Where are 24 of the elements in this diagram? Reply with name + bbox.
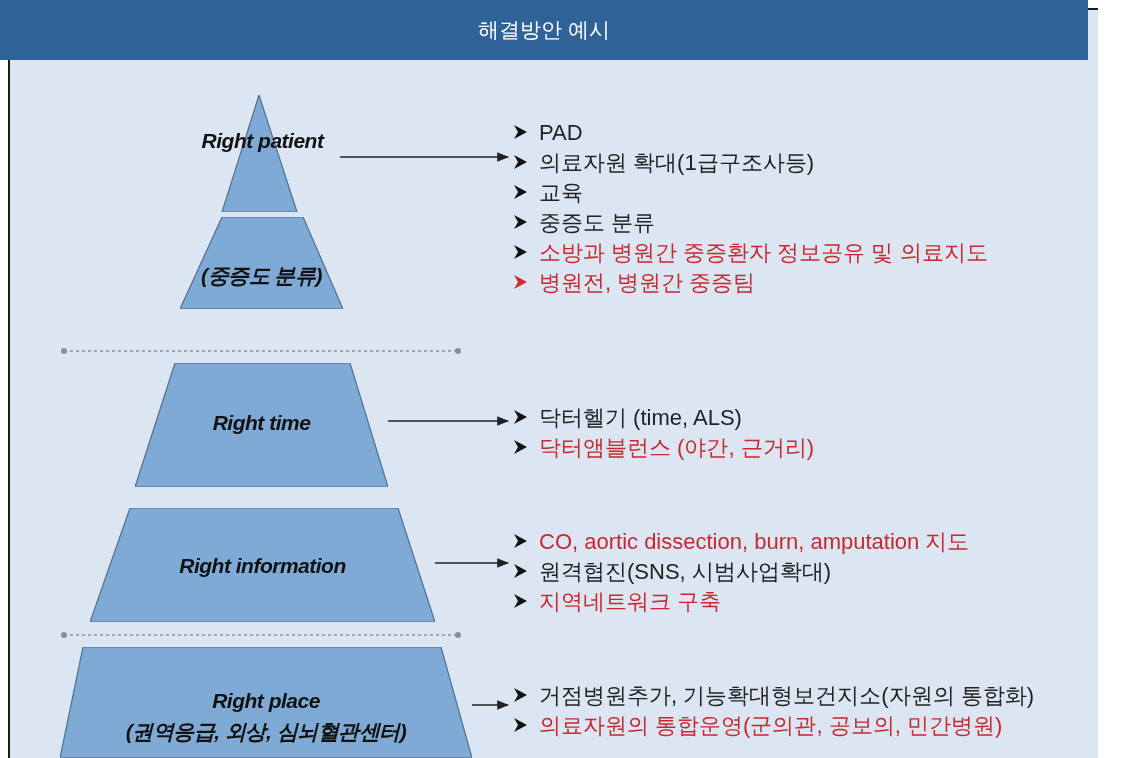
list-item: 병원전, 병원간 중증팀 xyxy=(539,269,756,297)
list-item: 지역네트워크 구축 xyxy=(539,588,722,616)
list-item: 소방과 병원간 중증환자 정보공유 및 의료지도 xyxy=(539,239,988,267)
list-item: CO, aortic dissection, burn, amputation 지도 xyxy=(539,528,970,556)
list-item: 의료자원 확대(1급구조사등) xyxy=(539,149,814,177)
list-item: PAD xyxy=(539,119,583,147)
tier-label: Right place xyxy=(212,689,320,713)
list-item: 닥터앰블런스 (야간, 근거리) xyxy=(539,434,814,462)
arrow xyxy=(339,152,510,162)
list-item: 거점병원추가, 기능확대형보건지소(자원의 통합화) xyxy=(539,682,1034,710)
tier-label: Right patient xyxy=(201,129,324,153)
tier-label: (권역응급, 외상, 심뇌혈관센터) xyxy=(125,719,407,745)
tier-label: Right information xyxy=(179,554,346,578)
list-item: 교육 xyxy=(539,179,583,207)
arrow xyxy=(434,558,510,568)
list-item: 중증도 분류 xyxy=(539,209,656,237)
tier-label: Right time xyxy=(212,411,311,435)
tier-label: (중증도 분류) xyxy=(201,263,322,289)
list-item: 닥터헬기 (time, ALS) xyxy=(539,404,742,432)
arrow xyxy=(471,700,510,710)
header-title: 해결방안 예시 xyxy=(0,0,1088,60)
list-item: 원격협진(SNS, 시범사업확대) xyxy=(539,558,832,586)
arrow xyxy=(387,416,510,426)
list-item: 의료자원의 통합운영(군의관, 공보의, 민간병원) xyxy=(539,712,1003,740)
